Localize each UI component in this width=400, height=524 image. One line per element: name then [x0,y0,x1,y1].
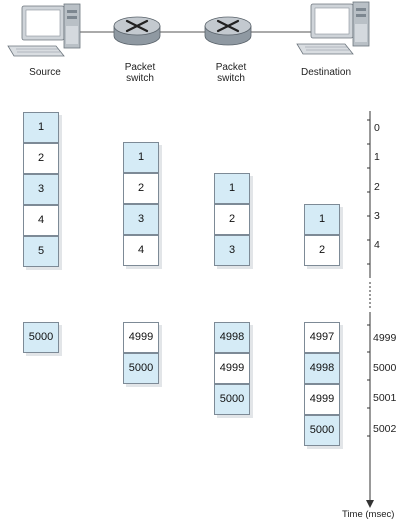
top-packet-switch1-1: 1 [123,142,159,173]
bottom-packet-destination-5000: 5000 [304,415,340,446]
bottom-packet-switch2-4998: 4998 [214,322,250,353]
source-computer-icon [7,3,81,57]
switch2-label-line1: Packet [215,62,247,73]
top-packet-switch1-2: 2 [123,173,159,204]
top-packet-destination-1: 1 [304,204,340,235]
bottom-packet-switch2-5000: 5000 [214,384,250,415]
time-tick-2: 2 [374,181,380,193]
top-packet-destination-2: 2 [304,235,340,266]
packet-switch-2-icon [204,16,252,46]
top-packet-source-1: 1 [23,112,59,143]
top-packet-switch2-1: 1 [214,173,250,204]
time-axis-caption: Time (msec) [342,509,395,520]
time-tick-0: 0 [374,122,380,134]
switch2-label-line2: switch [217,73,245,84]
top-packet-switch1-3: 3 [123,204,159,235]
top-packet-source-2: 2 [23,143,59,174]
packet-switch-1-icon [113,16,161,46]
switch1-label: Packet switch [105,62,175,84]
time-tick-4: 4 [374,239,380,251]
bottom-packet-source-5000: 5000 [23,322,59,353]
destination-computer-icon [296,1,370,55]
switch1-label-line2: switch [126,73,154,84]
bottom-packet-destination-4998: 4998 [304,353,340,384]
bottom-packet-destination-4997: 4997 [304,322,340,353]
switch1-label-line1: Packet [124,62,156,73]
bottom-packet-destination-4999: 4999 [304,384,340,415]
source-label: Source [29,67,61,78]
time-axis-arrowhead [366,500,374,508]
bottom-packet-switch2-4999: 4999 [214,353,250,384]
destination-label: Destination [300,67,352,78]
time-axis-minor-ticks [367,119,370,437]
top-packet-source-4: 4 [23,205,59,236]
time-tick-3: 3 [374,210,380,222]
network-link [72,31,318,33]
time-tick-4999: 4999 [373,332,397,344]
top-packet-switch2-2: 2 [214,204,250,235]
bottom-packet-switch1-4999: 4999 [123,322,159,353]
bottom-packet-switch1-5000: 5000 [123,353,159,384]
time-tick-5000: 5000 [373,362,397,374]
top-packet-switch1-4: 4 [123,235,159,266]
switch2-label: Packet switch [196,62,266,84]
top-packet-source-3: 3 [23,174,59,205]
time-tick-5001: 5001 [373,392,397,404]
time-tick-5002: 5002 [373,423,397,435]
top-packet-source-5: 5 [23,236,59,267]
time-tick-1: 1 [374,151,380,163]
top-packet-switch2-3: 3 [214,235,250,266]
